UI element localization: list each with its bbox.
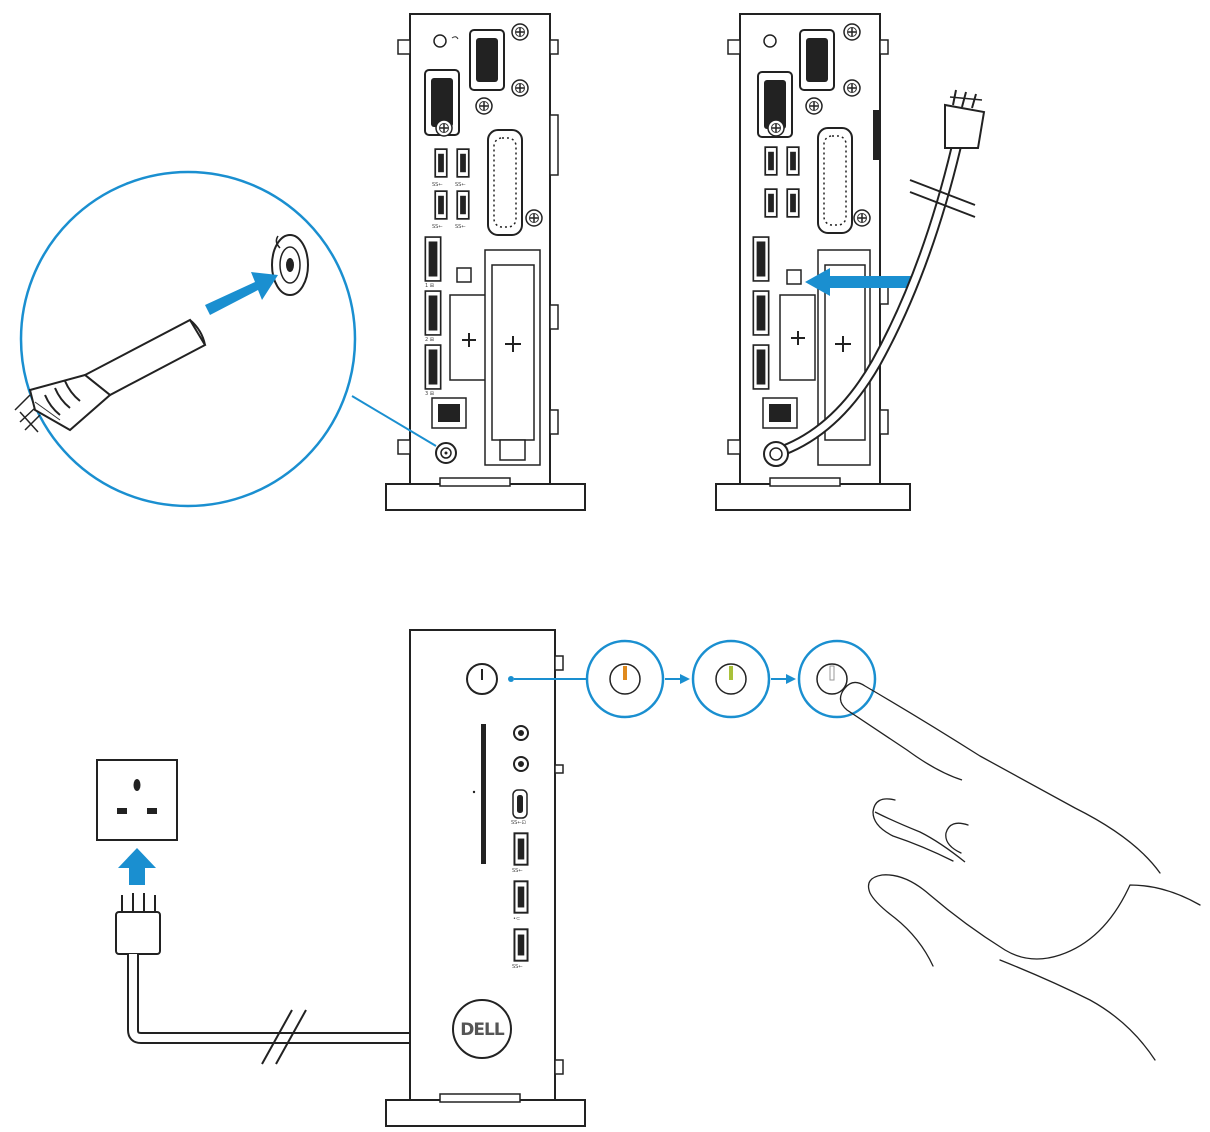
usb-port [513, 880, 529, 914]
displayport [424, 344, 442, 390]
insert-arrow-icon [205, 272, 278, 315]
usb-label: SS← [432, 182, 443, 188]
usb-port [513, 832, 529, 866]
usb-label: SS← [455, 182, 466, 188]
cable-clip [786, 269, 802, 285]
displayport [752, 344, 770, 390]
cable-break-mark [261, 1009, 307, 1065]
usb-label: •⊂ [513, 916, 520, 922]
displayport [424, 236, 442, 282]
power-connector-zoom [14, 170, 437, 508]
lock-slot-icon [433, 34, 447, 48]
usb-port [786, 146, 800, 176]
lock-slot-icon [763, 34, 777, 48]
usb-label: SS← [455, 224, 466, 230]
dell-logo [452, 999, 512, 1059]
front-power-cable [115, 893, 410, 1065]
usb-port [513, 928, 529, 962]
usbc-label: SS←⊡ [511, 820, 526, 826]
rear-panel-right [715, 13, 986, 511]
usb-port [434, 148, 448, 178]
screw-icon [511, 79, 529, 97]
plug-head [944, 103, 986, 149]
usb-port [456, 148, 470, 178]
hand-pressing-icon [839, 681, 1201, 1061]
screw-icon [767, 119, 785, 137]
logo-text: DELL [460, 1020, 505, 1040]
route-arrow-icon [805, 268, 915, 296]
amber-led-icon [623, 666, 627, 680]
wall-outlet [96, 759, 178, 885]
outlet-plate [96, 759, 178, 841]
usb-port [764, 146, 778, 176]
dp-label: 3 ⊞ [425, 391, 434, 397]
power-state-sequence [585, 639, 877, 719]
usb-port [456, 190, 470, 220]
dp-label: 2 ⊞ [425, 337, 434, 343]
displayport [752, 236, 770, 282]
usb-port [786, 188, 800, 218]
optical-slot [481, 724, 486, 864]
dp-label: 1 ⊞ [425, 283, 434, 289]
rear-panel-left: SS← SS← SS← SS← 1 ⊞ 2 ⊞ 3 ⊞ [385, 13, 586, 511]
plug-body [115, 911, 161, 955]
screw-icon [435, 119, 453, 137]
screw-icon [475, 97, 493, 115]
usb-label: SS← [512, 868, 523, 874]
usb-label: SS← [432, 224, 443, 230]
screw-icon [511, 23, 529, 41]
usb-port [764, 188, 778, 218]
displayport [752, 290, 770, 336]
displayport [424, 290, 442, 336]
usb-label: SS← [512, 964, 523, 970]
plug-in-arrow-icon [118, 848, 156, 885]
screw-icon [853, 209, 871, 227]
screw-icon [525, 209, 543, 227]
green-led-icon [729, 666, 733, 680]
white-led-icon [829, 665, 835, 681]
screw-icon [805, 97, 823, 115]
usb-port [434, 190, 448, 220]
screw-icon [843, 79, 861, 97]
front-panel: SS←⊡ SS← •⊂ SS← DELL [385, 629, 586, 1127]
screw-icon [843, 23, 861, 41]
